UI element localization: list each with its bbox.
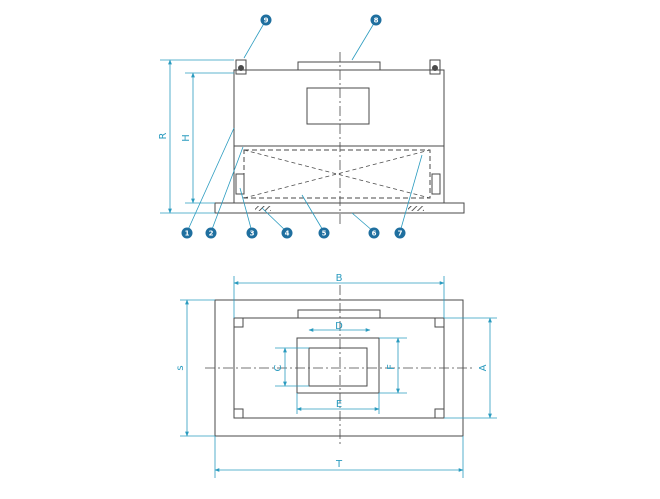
- dim-label-E: E: [336, 399, 342, 410]
- svg-text:7: 7: [398, 230, 403, 238]
- svg-text:2: 2: [209, 230, 214, 238]
- filter-cartridge: [243, 149, 431, 199]
- callout-1: 1: [181, 227, 193, 239]
- plan-outlet-inner: [308, 347, 368, 387]
- svg-text:4: 4: [285, 230, 290, 238]
- callout-3: 3: [246, 227, 258, 239]
- svg-text:3: 3: [250, 230, 255, 238]
- dimension-T: [214, 436, 464, 478]
- callout-5: 5: [318, 227, 330, 239]
- dimension-H: [185, 72, 234, 204]
- plan-outlet-outer: [296, 337, 380, 394]
- main-housing: [233, 69, 445, 204]
- dim-label-F: F: [386, 364, 397, 370]
- dim-label-C: C: [273, 364, 284, 371]
- dimension-A: [444, 317, 497, 419]
- dim-label-D: D: [335, 321, 343, 332]
- svg-text:9: 9: [264, 17, 269, 25]
- front-view: [214, 59, 465, 214]
- svg-text:1: 1: [185, 230, 190, 238]
- dim-label-B: B: [336, 273, 343, 284]
- dimension-B: [233, 276, 445, 318]
- svg-text:6: 6: [372, 230, 377, 238]
- plan-top-flange: [297, 309, 381, 319]
- dimension-R: [160, 59, 234, 214]
- dimension-F: [379, 337, 407, 394]
- dim-label-A: A: [478, 364, 489, 371]
- dim-label-T: T: [335, 459, 343, 470]
- dim-label-R: R: [158, 132, 169, 139]
- callout-6: 6: [368, 227, 380, 239]
- base-plate: [214, 202, 465, 214]
- seal-right: [408, 206, 424, 211]
- corner-bracket-right: [429, 59, 441, 75]
- dimension-S: [180, 299, 215, 437]
- dim-label-S: s: [175, 365, 186, 370]
- svg-text:8: 8: [374, 17, 379, 25]
- corner-bracket-left: [235, 59, 247, 75]
- inspection-window: [306, 87, 370, 125]
- callout-7: 7: [394, 227, 406, 239]
- svg-text:5: 5: [322, 230, 327, 238]
- dim-label-H: H: [181, 134, 192, 142]
- dimension-C: [275, 347, 309, 387]
- dimension-E: [296, 393, 380, 414]
- callout-2: 2: [205, 227, 217, 239]
- callout-8: 8: [370, 14, 382, 26]
- top-outlet-flange: [297, 61, 381, 71]
- callout-leaders: [186, 19, 423, 233]
- callout-9: 9: [260, 14, 272, 26]
- callout-4: 4: [281, 227, 293, 239]
